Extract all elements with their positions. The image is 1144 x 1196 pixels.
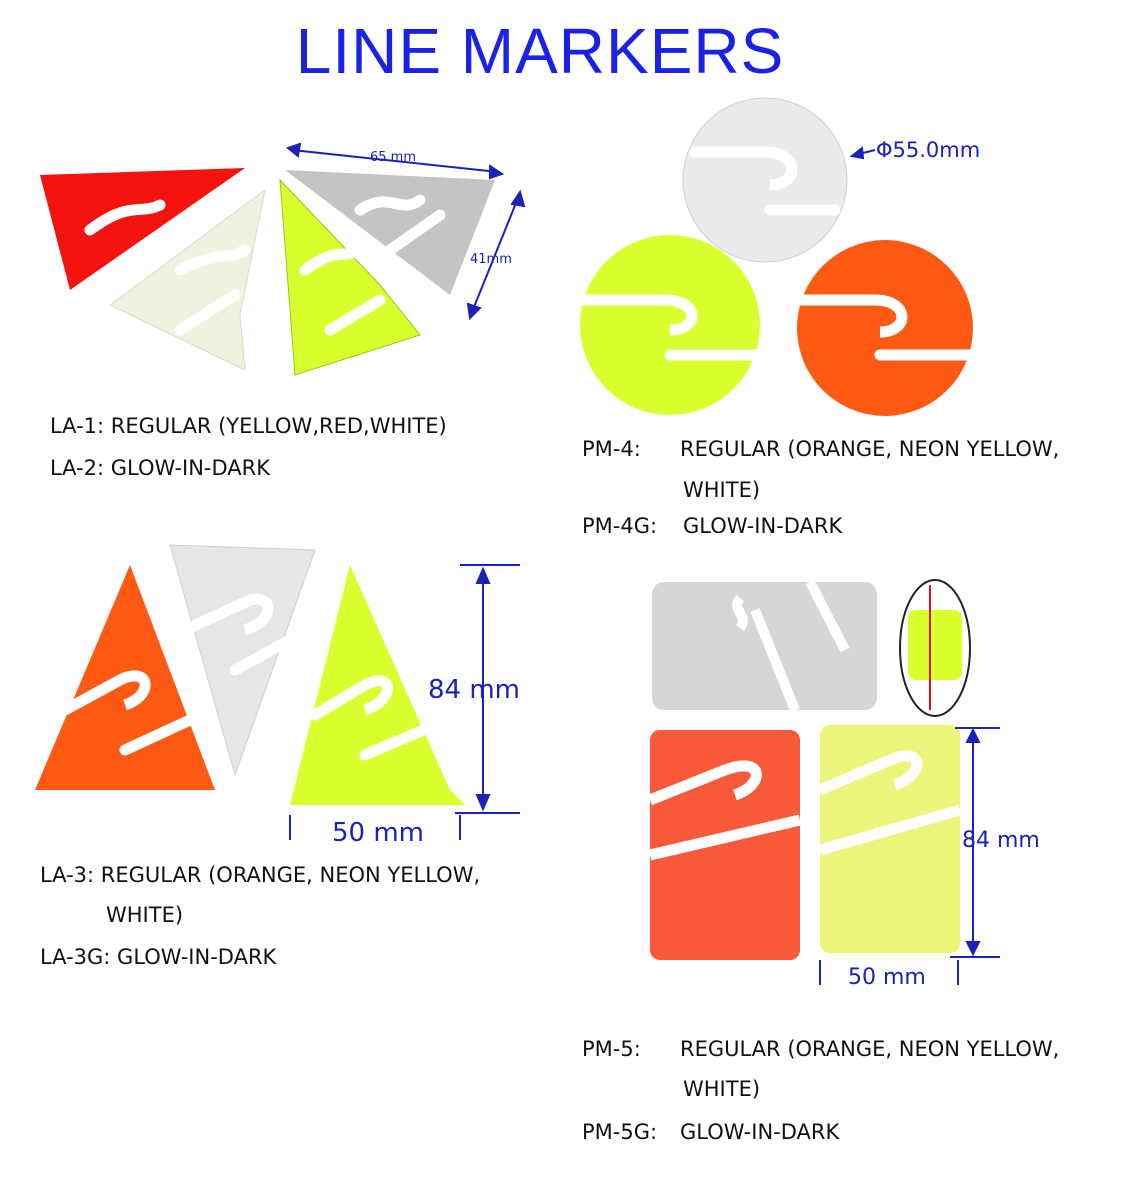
la3-triangle-markers-image [35,544,520,840]
pm5-width-dimension: 50 mm [848,965,926,990]
la3-label-cont: WHITE) [106,903,184,927]
la3g-label: LA-3G: GLOW-IN-DARK [40,945,277,969]
la1-label: LA-1: REGULAR (YELLOW,RED,WHITE) [50,414,447,438]
pm5-code: PM-5: [582,1037,641,1061]
pm4-desc-line2: WHITE) [683,478,761,502]
orange-triangle-marker [35,565,215,790]
la-height-dimension: 41mm [470,252,512,267]
pm4-round-markers-image [579,97,976,416]
la3-label: LA-3: REGULAR (ORANGE, NEON YELLOW, [40,863,481,887]
pm5-height-dimension: 84 mm [962,828,1040,853]
pm5g-desc: GLOW-IN-DARK [680,1120,840,1144]
pm4g-code: PM-4G: [582,514,658,538]
la-width-dimension: 65 mm [370,150,417,165]
orange-rect-marker [647,730,802,960]
pm4-code: PM-4: [582,437,641,461]
la2-label: LA-2: GLOW-IN-DARK [50,456,271,480]
yellow-arrow-marker [279,178,421,376]
red-arrow-marker [40,168,245,290]
page-title: LINE MARKERS [295,15,785,87]
pm4g-desc: GLOW-IN-DARK [683,514,843,538]
la3-width-dimension: 50 mm [332,818,425,848]
grey-arrow-marker [285,170,495,295]
glow-arrow-marker [109,188,266,371]
neon-yellow-round-marker [579,235,761,415]
neon-yellow-rect-marker [817,725,962,953]
orange-round-marker [794,240,976,416]
grey-rect-marker [652,579,877,712]
la3-height-dimension: 84 mm [428,675,521,705]
white-triangle-marker [169,544,316,777]
pm5-desc-line2: WHITE) [683,1077,761,1101]
pm5-desc-line1: REGULAR (ORANGE, NEON YELLOW, [680,1037,1060,1061]
pm4-diameter-dimension: Φ55.0mm [876,138,981,162]
pm5g-code: PM-5G: [582,1120,658,1144]
neon-yellow-triangle-marker [290,565,465,805]
inset-detail-oval [899,579,971,717]
white-round-marker [682,97,848,263]
pm4-desc-line1: REGULAR (ORANGE, NEON YELLOW, [680,437,1060,461]
pm5-rect-markers-image [647,579,1000,985]
la-arrow-markers-image [40,142,526,376]
